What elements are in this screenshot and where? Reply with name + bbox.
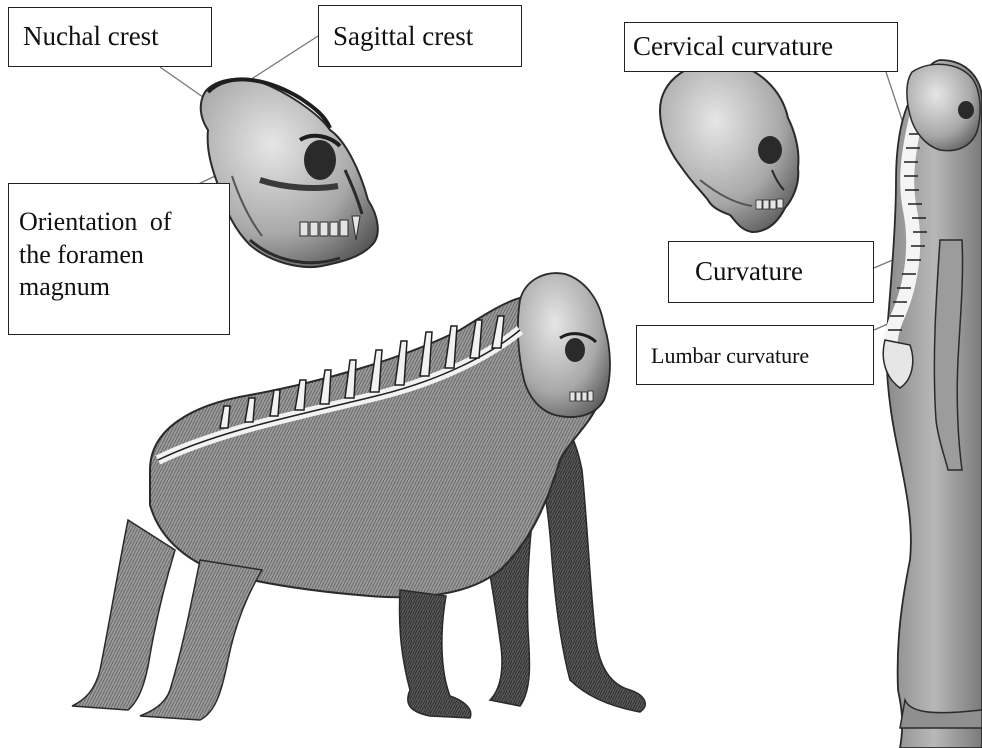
human-skull (660, 62, 798, 232)
curvature-label: Curvature (668, 241, 874, 303)
foramen-magnum-label: Orientation of the foramen magnum (8, 183, 230, 335)
nuchal-crest-text: Nuchal crest (23, 21, 159, 51)
foramen-text-line-1: Orientation of (19, 206, 215, 239)
sagittal-crest-text: Sagittal crest (333, 21, 473, 51)
gorilla-figure (72, 273, 645, 720)
foramen-text-line-3: magnum (19, 271, 215, 304)
foramen-text-line-2: the foramen (19, 239, 215, 272)
sagittal-crest-label: Sagittal crest (318, 5, 522, 67)
cervical-curvature-label: Cervical curvature (624, 22, 898, 72)
curvature-text: Curvature (695, 256, 803, 286)
lumbar-curvature-text: Lumbar curvature (651, 343, 809, 368)
cervical-curvature-text: Cervical curvature (633, 31, 833, 61)
human-figure (883, 60, 982, 748)
lumbar-curvature-label: Lumbar curvature (636, 325, 874, 385)
nuchal-crest-label: Nuchal crest (8, 7, 212, 67)
